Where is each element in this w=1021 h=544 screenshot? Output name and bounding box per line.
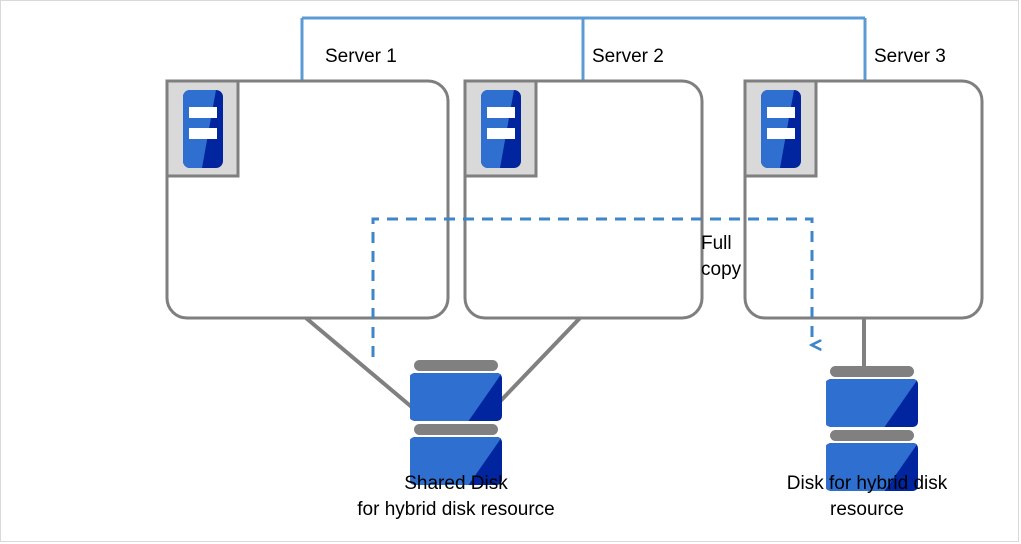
server-icon (165, 79, 240, 178)
full-copy-annotation-line2: copy (701, 259, 742, 280)
shared-disk-label-line2: for hybrid disk resource (357, 499, 555, 520)
server-1-label: Server 1 (325, 46, 397, 67)
disk-stack-icon (410, 360, 502, 485)
hybrid-disk-label-line1: Disk for hybrid disk (786, 473, 948, 494)
server-3-label: Server 3 (874, 46, 946, 67)
server-icon (743, 79, 818, 178)
network-bus (300, 16, 867, 82)
connector-server2-to-shared-disk (486, 316, 582, 416)
disk-stack-icon (826, 366, 918, 491)
shared-disk-label-line1: Shared Disk (404, 473, 508, 494)
server-icon (463, 79, 538, 178)
connector-server1-to-shared-disk (304, 316, 422, 416)
hybrid-disk-label-line2: resource (830, 499, 904, 520)
full-copy-annotation-line1: Full (701, 233, 732, 254)
server-2-label: Server 2 (592, 46, 664, 67)
